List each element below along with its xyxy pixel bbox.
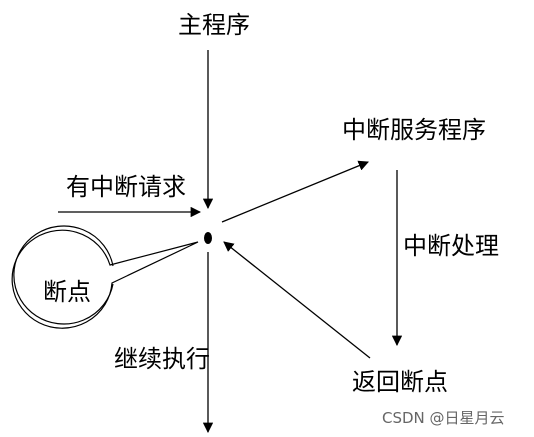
return-breakpoint-arrow: [223, 241, 371, 359]
continue-execution-label: 继续执行: [114, 345, 210, 373]
interrupt-service-program-label: 中断服务程序: [342, 116, 486, 144]
breakpoint-callout-outline: [13, 225, 114, 325]
main-program-label: 主程序: [178, 11, 250, 39]
return-breakpoint-label: 返回断点: [352, 368, 448, 396]
breakpoint-callout-label: 断点: [43, 278, 91, 306]
interrupt-processing-label: 中断处理: [403, 232, 499, 260]
to-service-program-arrow: [221, 160, 369, 223]
breakpoint-dot: [204, 232, 212, 244]
watermark-text: CSDN @日星月云: [382, 409, 505, 427]
breakpoint-callout-bubble: [11, 229, 199, 329]
interrupt-request-label: 有中断请求: [66, 173, 186, 201]
